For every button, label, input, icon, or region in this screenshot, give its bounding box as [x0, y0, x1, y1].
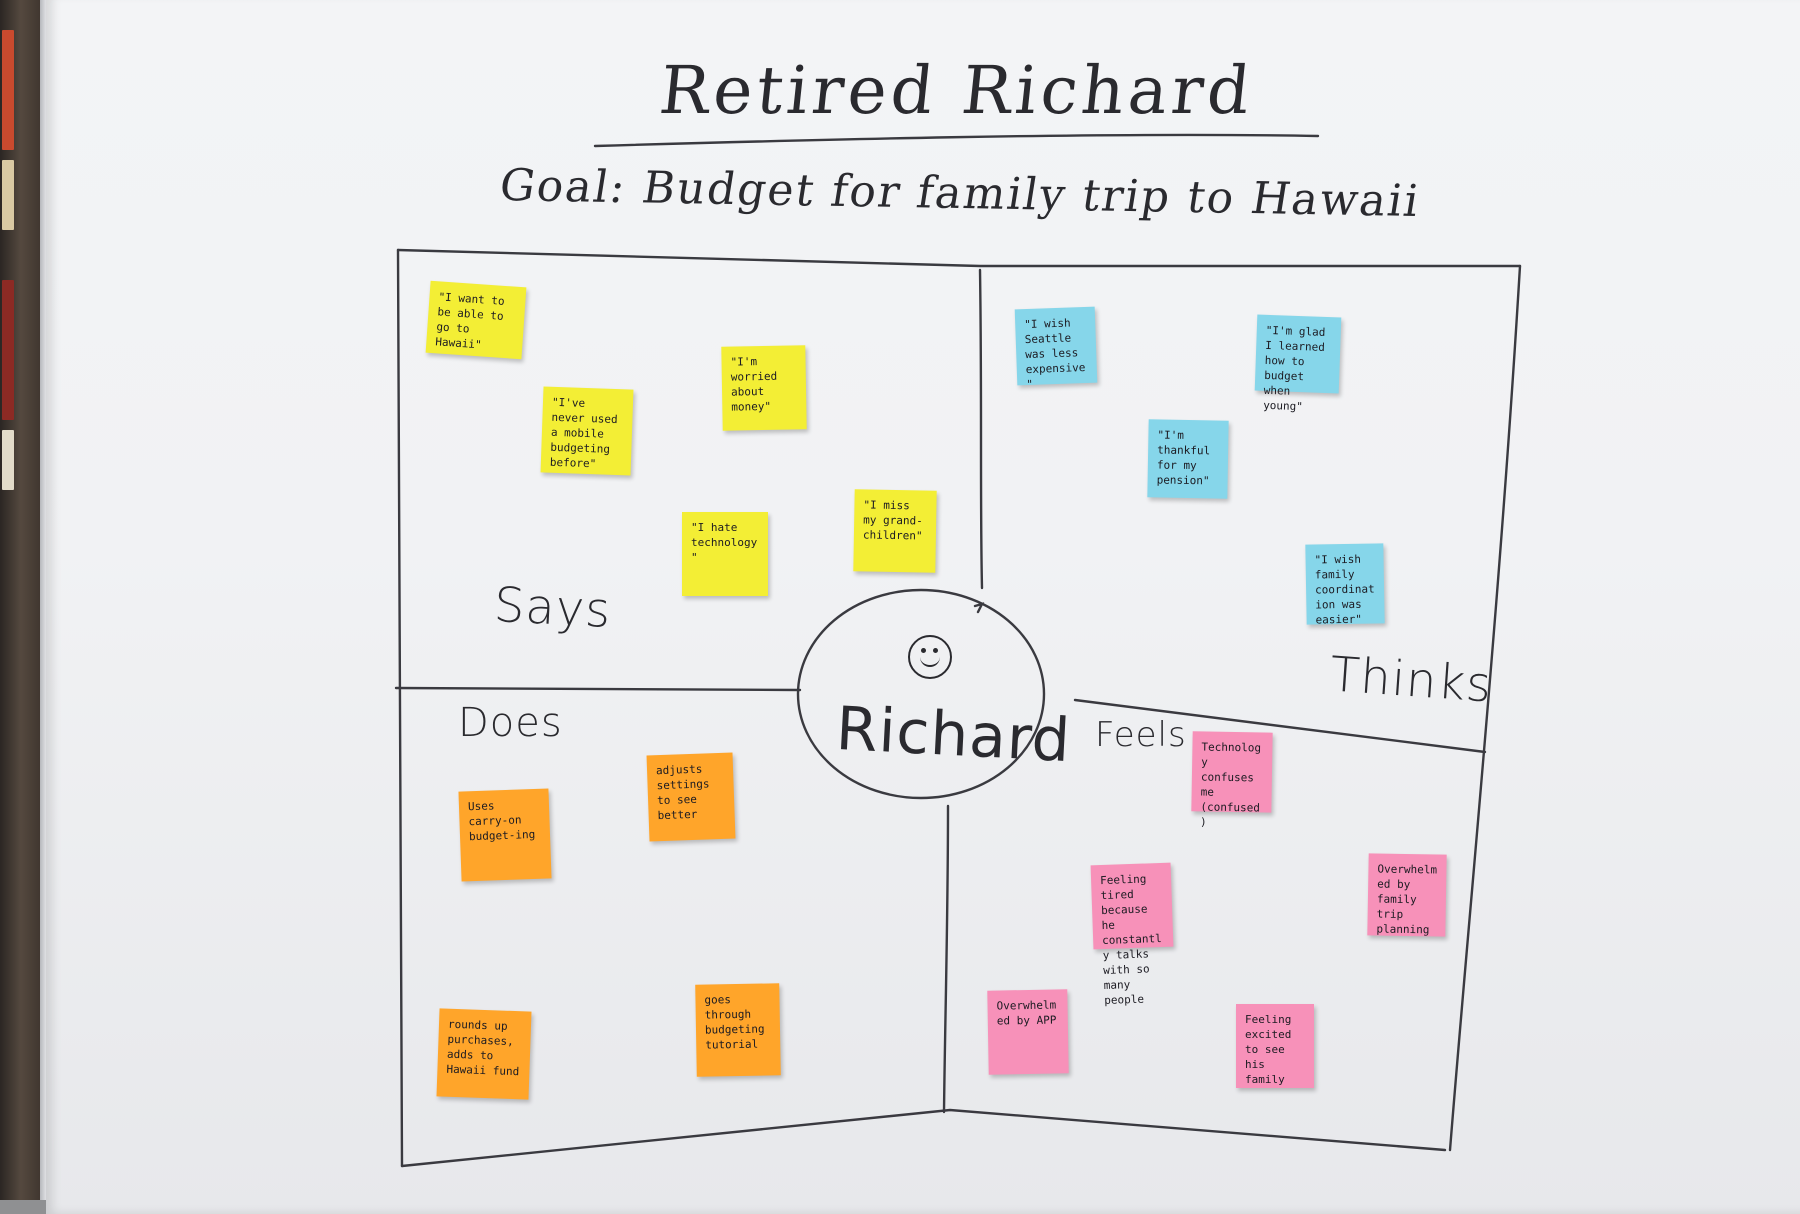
sticky-note-says: "I've never used a mobile budgeting befo… [540, 386, 634, 476]
vertical-divider-top [978, 268, 984, 590]
sticky-note-thinks: "I wish family coordination was easier" [1305, 543, 1385, 627]
whiteboard-frame [40, 0, 46, 1200]
book-spine [2, 160, 14, 230]
bookshelf-edge [0, 0, 46, 1200]
right-border [1448, 264, 1522, 1152]
sticky-note-says: "I miss my grand-children" [853, 489, 937, 573]
sticky-note-feels: Overwhelmed by APP [987, 989, 1069, 1075]
quadrant-label-feels: Feels [1095, 715, 1187, 755]
horizontal-divider-right [1073, 698, 1487, 754]
center-circle [796, 588, 1046, 800]
sticky-note-thinks: "I'm thankful for my pension" [1147, 419, 1229, 499]
horizontal-divider-left [394, 686, 802, 692]
sticky-note-says: "I hate technology" [682, 512, 768, 596]
smiley-face-icon [908, 635, 952, 679]
circle-arrow [973, 602, 985, 614]
vertical-divider-bottom [942, 804, 950, 1114]
sticky-note-does: goes through budgeting tutorial [695, 983, 781, 1077]
sticky-note-thinks: "I wish Seattle was less expensive" [1014, 306, 1098, 391]
sticky-note-does: Uses carry-on budget-ing [458, 788, 552, 882]
whiteboard [46, 0, 1800, 1214]
sticky-note-feels: Overwhelmed by family trip planning [1367, 853, 1447, 937]
book-spine [2, 30, 14, 150]
sticky-note-does: rounds up purchases, adds to Hawaii fund [436, 1008, 532, 1100]
book-spine [2, 280, 14, 420]
title-underline [593, 133, 1320, 148]
sticky-note-feels: Feeling tired because he constantly talk… [1090, 862, 1174, 1007]
sticky-note-does: adjusts settings to see better [646, 752, 736, 842]
persona-name: Richard [834, 693, 1073, 777]
sticky-note-says: "I'm worried about money" [721, 345, 807, 431]
quadrant-label-does: Does [458, 700, 563, 746]
quadrant-label-says: Says [492, 576, 613, 640]
sticky-note-feels: Feeling excited to see his family [1236, 1004, 1314, 1088]
book-spine [2, 430, 14, 490]
sticky-note-thinks: "I'm glad I learned how to budget when y… [1254, 314, 1342, 413]
board-title: Retired Richard [655, 52, 1258, 129]
sticky-note-says: "I want to be able to go to Hawaii" [425, 280, 527, 360]
quadrant-label-thinks: Thinks [1328, 646, 1495, 714]
top-border [396, 248, 1522, 268]
left-border [396, 248, 404, 1168]
sticky-note-feels: Technology confuses me (confused) [1191, 731, 1273, 829]
bottom-border [400, 1108, 1447, 1168]
